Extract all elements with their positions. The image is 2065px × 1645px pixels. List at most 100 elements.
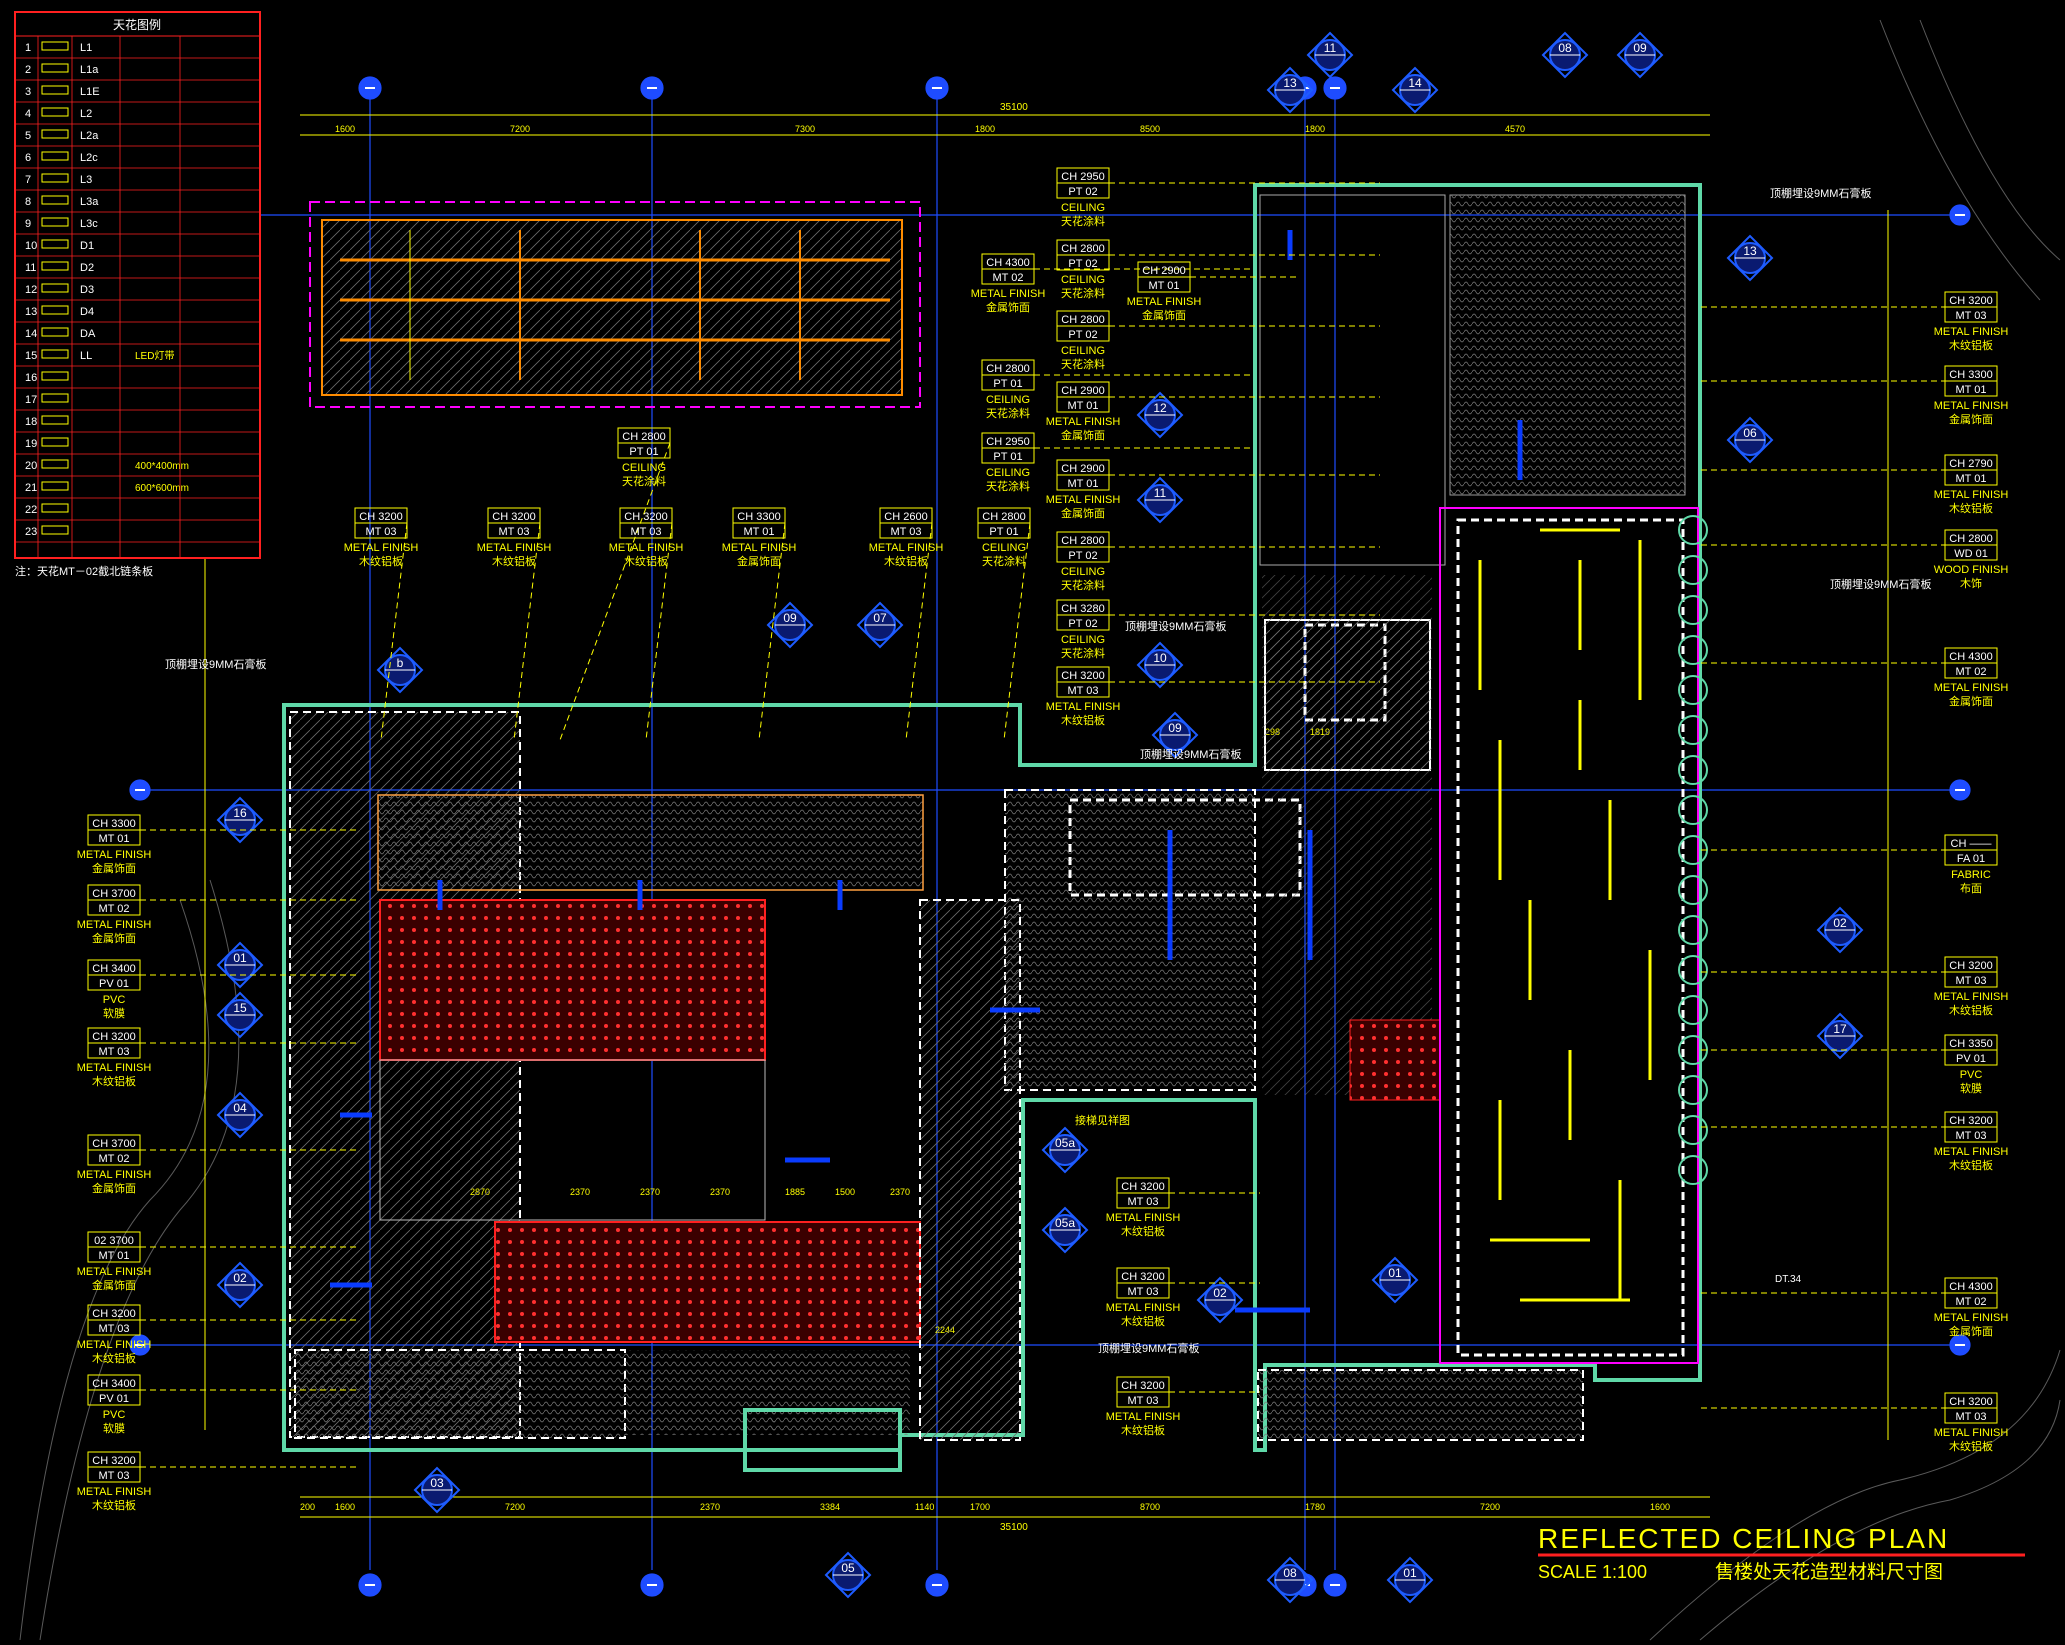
material-code: MT 03 xyxy=(891,526,922,538)
ceiling-height: CH 3200 xyxy=(1949,1396,1992,1408)
material-code: MT 01 xyxy=(1068,478,1099,490)
ceiling-height: CH 2950 xyxy=(1061,171,1104,183)
material-code: PT 01 xyxy=(993,378,1022,390)
material-name-cn: 金属饰面 xyxy=(92,1278,136,1292)
material-name-cn: 天花涂料 xyxy=(1061,214,1105,228)
material-name: CEILING xyxy=(986,394,1030,406)
material-name-cn: 天花涂料 xyxy=(1061,646,1105,660)
title-chinese: 售楼处天花造型材料尺寸图 xyxy=(1715,1561,1943,1583)
legend-row-number: 7 xyxy=(25,174,31,186)
material-name: CEILING xyxy=(986,467,1030,479)
material-name: METAL FINISH xyxy=(77,1266,152,1278)
legend-row-code: L3a xyxy=(80,196,99,208)
legend-header: 天花图例 xyxy=(113,17,161,32)
material-name-cn: 木纹铝板 xyxy=(92,1498,136,1512)
section-marker-label: 11 xyxy=(1324,41,1337,55)
section-marker-label: 13 xyxy=(1743,244,1757,258)
note-plaster-lobby: 顶棚埋设9MM石膏板 xyxy=(1098,1341,1199,1355)
material-name-cn: 布面 xyxy=(1960,882,1982,895)
material-name-cn: 木纹铝板 xyxy=(1949,1003,1993,1017)
section-marker-label: 17 xyxy=(1833,1022,1847,1036)
bottom-dimension-value: 7200 xyxy=(505,1502,525,1512)
material-name: FABRIC xyxy=(1951,869,1991,881)
material-name-cn: 木纹铝板 xyxy=(92,1074,136,1088)
material-name-cn: 木纹铝板 xyxy=(1121,1224,1165,1238)
ceiling-height: CH 3200 xyxy=(1949,1115,1992,1127)
material-name: METAL FINISH xyxy=(1934,400,2009,412)
ceiling-height: CH 3200 xyxy=(1061,670,1104,682)
material-name-cn: 金属饰面 xyxy=(92,931,136,945)
legend-row-code: L3 xyxy=(80,174,92,186)
legend-row-number: 2 xyxy=(25,64,31,76)
ceiling-height: CH 3400 xyxy=(92,963,135,975)
legend-row-number: 21 xyxy=(25,482,37,494)
material-name: METAL FINISH xyxy=(1934,1312,2009,1324)
material-name: CEILING xyxy=(1061,345,1105,357)
material-name-cn: 木纹铝板 xyxy=(492,554,536,568)
ceiling-height: CH 2800 xyxy=(1061,535,1104,547)
material-code: MT 02 xyxy=(993,272,1024,284)
inset-ceiling-detail xyxy=(309,201,921,408)
material-name-cn: 天花涂料 xyxy=(622,474,666,488)
material-name: METAL FINISH xyxy=(722,542,797,554)
ceiling-height: CH 2600 xyxy=(884,511,927,523)
top-dimension-line xyxy=(204,114,1889,1518)
section-marker-label: 05 xyxy=(841,1561,855,1575)
note-plaster-court: 顶棚埋设9MM石膏板 xyxy=(1140,747,1241,761)
legend-row-number: 10 xyxy=(25,240,37,252)
section-marker-label: 09 xyxy=(1168,721,1182,735)
ceiling-height: CH 2900 xyxy=(1061,463,1104,475)
top-dimension-value: 1800 xyxy=(1305,124,1325,134)
ceiling-height: CH 3700 xyxy=(92,1138,135,1150)
material-code: MT 02 xyxy=(99,903,130,915)
ceiling-height: CH 3200 xyxy=(92,1031,135,1043)
material-name-cn: 金属饰面 xyxy=(92,1181,136,1195)
material-code: MT 02 xyxy=(99,1153,130,1165)
material-name-cn: 软膜 xyxy=(1960,1081,1982,1095)
material-code: MT 03 xyxy=(1128,1286,1159,1298)
legend-row-code: L3c xyxy=(80,218,98,230)
material-name: METAL FINISH xyxy=(77,1486,152,1498)
interior-dimension-value: 2370 xyxy=(710,1187,730,1197)
material-name-cn: 金属饰面 xyxy=(986,300,1030,314)
material-name-cn: 木纹铝板 xyxy=(1061,713,1105,727)
material-name-cn: 天花涂料 xyxy=(982,554,1026,568)
ceiling-height: CH 2800 xyxy=(986,363,1029,375)
material-code: PT 01 xyxy=(629,446,658,458)
material-name: METAL FINISH xyxy=(77,1062,152,1074)
legend-row-code: L1E xyxy=(80,86,100,98)
material-code: MT 03 xyxy=(366,526,397,538)
material-code: MT 01 xyxy=(744,526,775,538)
ceiling-height: CH 3200 xyxy=(1121,1271,1164,1283)
interior-dimension-value: 2370 xyxy=(640,1187,660,1197)
material-name: METAL FINISH xyxy=(1046,494,1121,506)
bottom-dimension-value: 1140 xyxy=(915,1502,934,1512)
material-code: MT 03 xyxy=(1956,1130,1987,1142)
section-marker-label: 13 xyxy=(1283,76,1297,90)
ceiling-height: 02 3700 xyxy=(94,1235,134,1247)
material-name-cn: 软膜 xyxy=(103,1421,125,1435)
top-dimension-value: 1600 xyxy=(335,124,355,134)
section-marker-label: 05a xyxy=(1055,1136,1075,1150)
material-code: MT 01 xyxy=(99,1250,130,1262)
ceiling-zones xyxy=(289,194,1686,1472)
material-name: METAL FINISH xyxy=(1934,991,2009,1003)
ceiling-height: CH 3700 xyxy=(92,888,135,900)
section-marker-label: 14 xyxy=(1408,76,1422,90)
ceiling-height: CH 2800 xyxy=(1061,314,1104,326)
ceiling-height: CH —— xyxy=(1951,838,1992,850)
material-name: METAL FINISH xyxy=(477,542,552,554)
material-name-cn: 天花涂料 xyxy=(986,406,1030,420)
